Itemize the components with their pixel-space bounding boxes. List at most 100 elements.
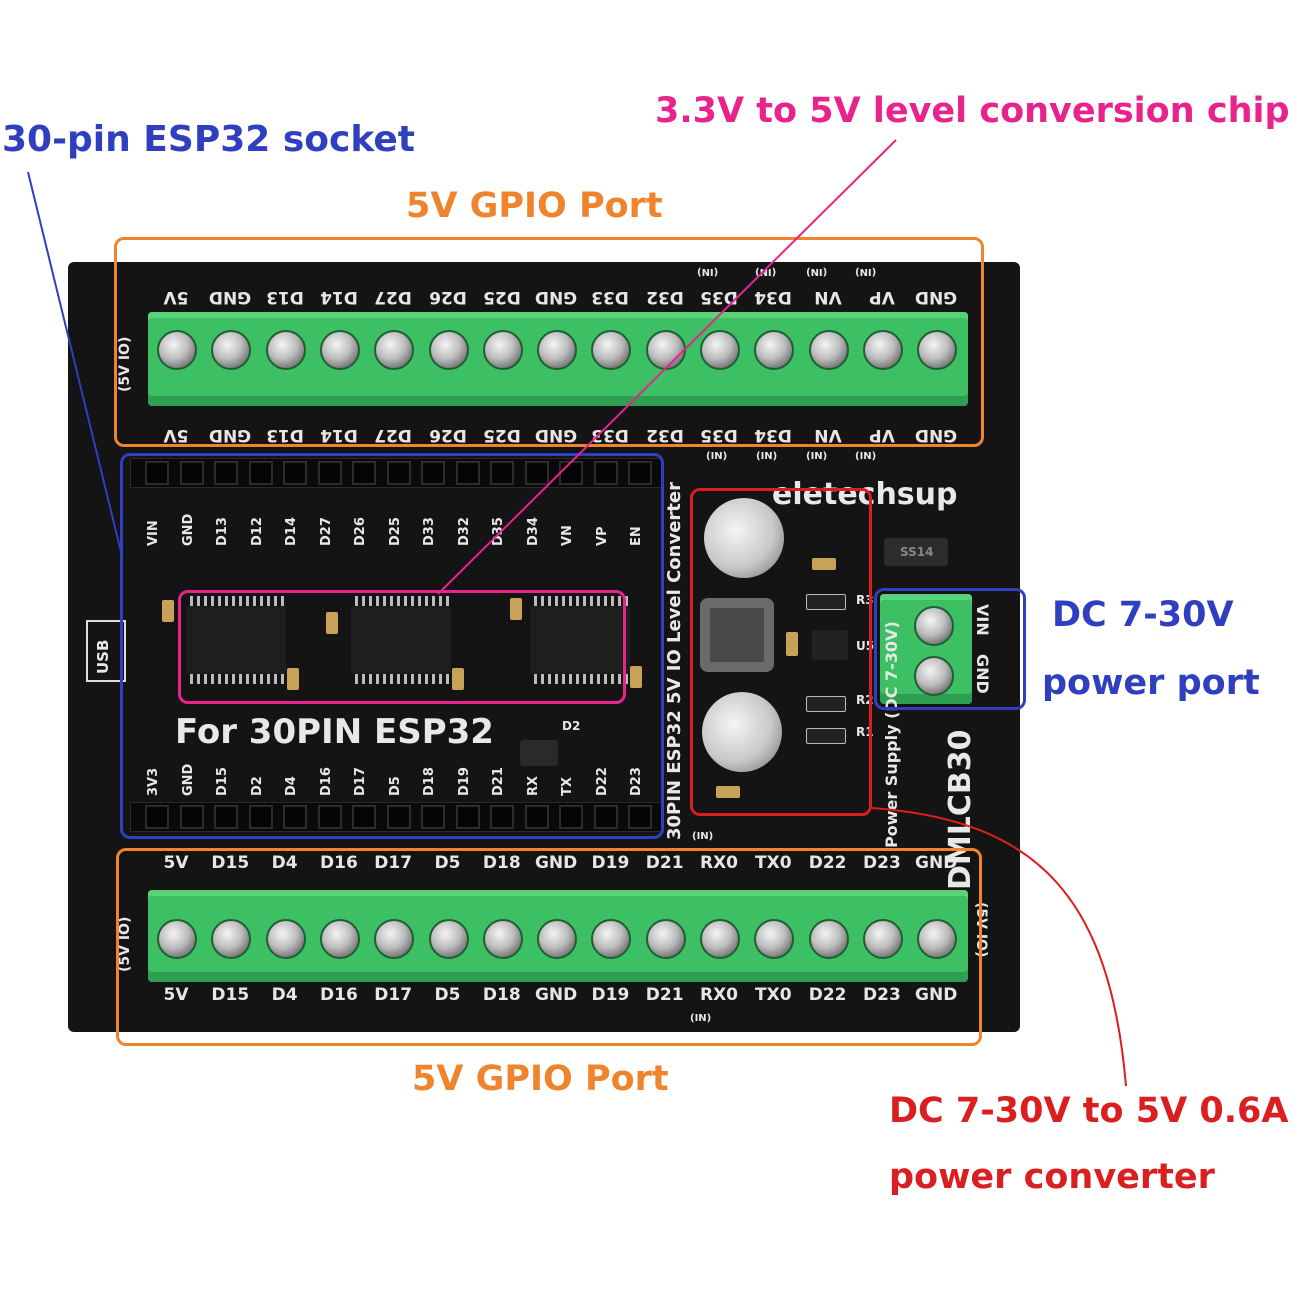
terminal-screw [591,330,632,370]
terminal-screw [211,330,252,370]
in-mark-d35-inner: (IN) [706,451,728,462]
pin-label-bottom-lower: D4 [271,985,298,1005]
highlight-gpio-top [114,237,984,447]
leader-converter [871,807,1127,1087]
chip-pin [197,674,200,684]
in-mark-d34-inner: (IN) [756,451,778,462]
smd-cap-5 [510,598,522,620]
chip-pin [232,596,235,606]
chip-pin [562,674,565,684]
chip-pin [397,674,400,684]
pin-label-bottom-upper: D17 [374,853,413,873]
chip-pin [362,596,365,606]
chip-pin [418,596,421,606]
chip-pin [369,674,372,684]
smd-cap-6 [630,666,642,688]
inductor [700,598,774,672]
chip-pin [225,674,228,684]
resistor-r1 [806,728,846,744]
terminal-screw [645,919,686,959]
callout-converter-line1: DC 7-30V to 5V 0.6A [889,1091,1289,1131]
terminal-screw [917,330,958,370]
chip-pin [239,596,242,606]
pin-label-bottom-lower: D23 [863,985,901,1005]
chip-pin [246,596,249,606]
chip-pin [541,674,544,684]
terminal-screw [482,919,523,959]
chip-pin [355,674,358,684]
in-mark-converter: (IN) [692,831,714,842]
terminal-screw [482,330,523,370]
terminal-screw [374,919,415,959]
header-hole [352,461,376,485]
pin-label-bottom-lower: D16 [320,985,358,1005]
chip-pin [253,596,256,606]
highlight-power-port [874,588,1026,710]
header-hole [421,461,445,485]
pin-label-bottom-lower: D19 [591,985,630,1005]
pin-label-bottom-upper: D16 [320,853,358,873]
chip-pin [590,596,593,606]
terminal-screw [808,330,849,370]
header-hole [145,805,169,829]
pin-label-bottom-lower: D21 [645,985,684,1005]
terminal-screw [862,330,903,370]
header-hole [317,461,342,485]
chip-pin [418,674,421,684]
terminal-screw [374,330,415,370]
chip-pin [548,674,551,684]
terminal-screw [265,330,306,370]
pin-label-bottom-lower: GND [534,985,578,1005]
header-hole [386,805,411,829]
smd-cap-3 [287,668,299,690]
chip-pin [604,596,607,606]
chip-pin [260,596,263,606]
in-mark-rx0: (IN) [690,1013,712,1024]
regulator-u5 [812,630,848,660]
chip-pin [432,674,435,684]
highlight-gpio-bottom [116,848,982,1046]
chip-pin [267,674,270,684]
chip-pin [439,596,442,606]
chip-pin [218,596,221,606]
chip-pin [274,674,277,684]
terminal-screw [700,919,740,959]
header-hole [490,805,514,829]
terminal-screw [862,919,903,959]
pin-label-bottom-upper: D15 [211,853,250,873]
chip-pin [439,674,442,684]
chip-pin [390,596,393,606]
electrolytic-cap-top [704,498,784,578]
pin-label-bottom-lower: D18 [482,985,521,1005]
pin-label-bottom-upper: 5V [163,853,189,873]
usb-mark [86,620,126,682]
header-hole [317,805,342,829]
electrolytic-cap-bottom [702,692,782,772]
chip-pin [376,674,379,684]
diode-ss14 [884,538,948,566]
terminal-screw [917,919,958,959]
chip-pin [618,674,621,684]
header-hole [628,461,652,485]
smd-cap-4 [452,668,464,690]
header-hole [524,461,549,485]
pin-label-bottom-lower: D22 [808,985,847,1005]
chip-pin [211,674,214,684]
chip-pin [611,674,614,684]
header-hole [593,461,618,485]
pin-label-bottom-upper: D4 [271,853,298,873]
chip-pin [597,596,600,606]
smd-conv-3 [716,786,740,798]
chip-pin [411,674,414,684]
leader-level-chip [437,139,897,595]
chip-pin [281,596,284,606]
chip-pin [267,596,270,606]
chip-pin [555,674,558,684]
terminal-screw [537,919,578,959]
in-mark-vn-inner: (IN) [806,451,828,462]
terminal-screw [591,919,632,959]
level-chip-3 [530,606,630,674]
for-30pin-label: For 30PIN ESP32 [175,712,494,752]
callout-converter-line2: power converter [889,1157,1215,1197]
